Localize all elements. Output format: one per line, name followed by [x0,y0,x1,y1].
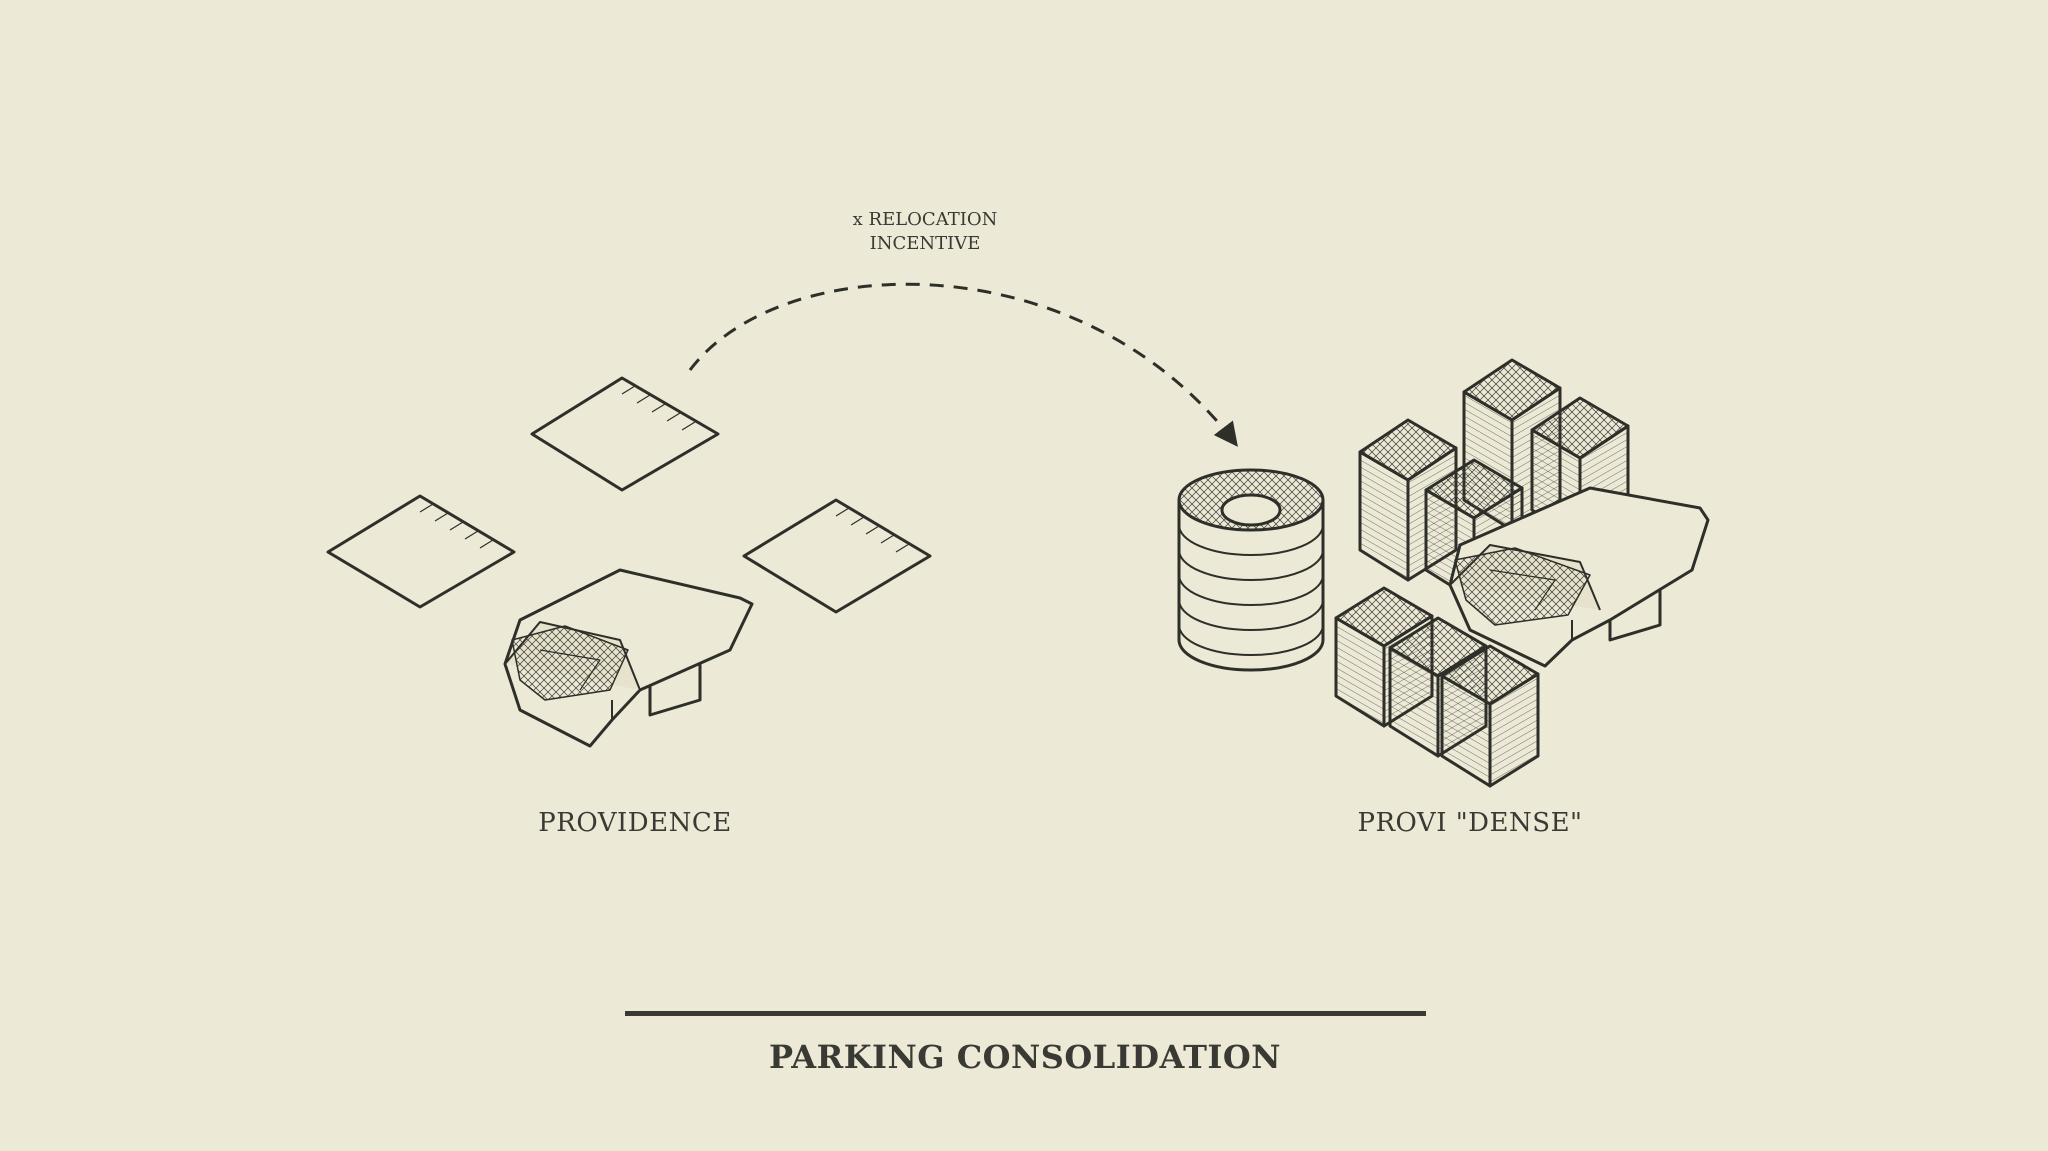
arrow-label-line-1: x RELOCATION [852,209,998,230]
building-block-icon [1440,644,1540,788]
title-rule [625,1011,1426,1016]
left-caption: PROVIDENCE [538,808,732,838]
surface-lot-icon [530,376,720,492]
arrow-label-line-2: INCENTIVE [869,233,981,254]
surface-lot-icon [326,494,516,609]
arrow-label: x RELOCATION INCENTIVE [790,208,1060,256]
stadium-icon [1448,486,1710,668]
right-caption: PROVI "DENSE" [1357,808,1583,838]
parking-garage-icon [1177,468,1325,672]
surface-lot-icon [742,498,932,614]
stadium-icon [503,568,754,748]
page-title: PARKING CONSOLIDATION [769,1038,1281,1076]
dashed-arc-arrow [688,282,1238,447]
